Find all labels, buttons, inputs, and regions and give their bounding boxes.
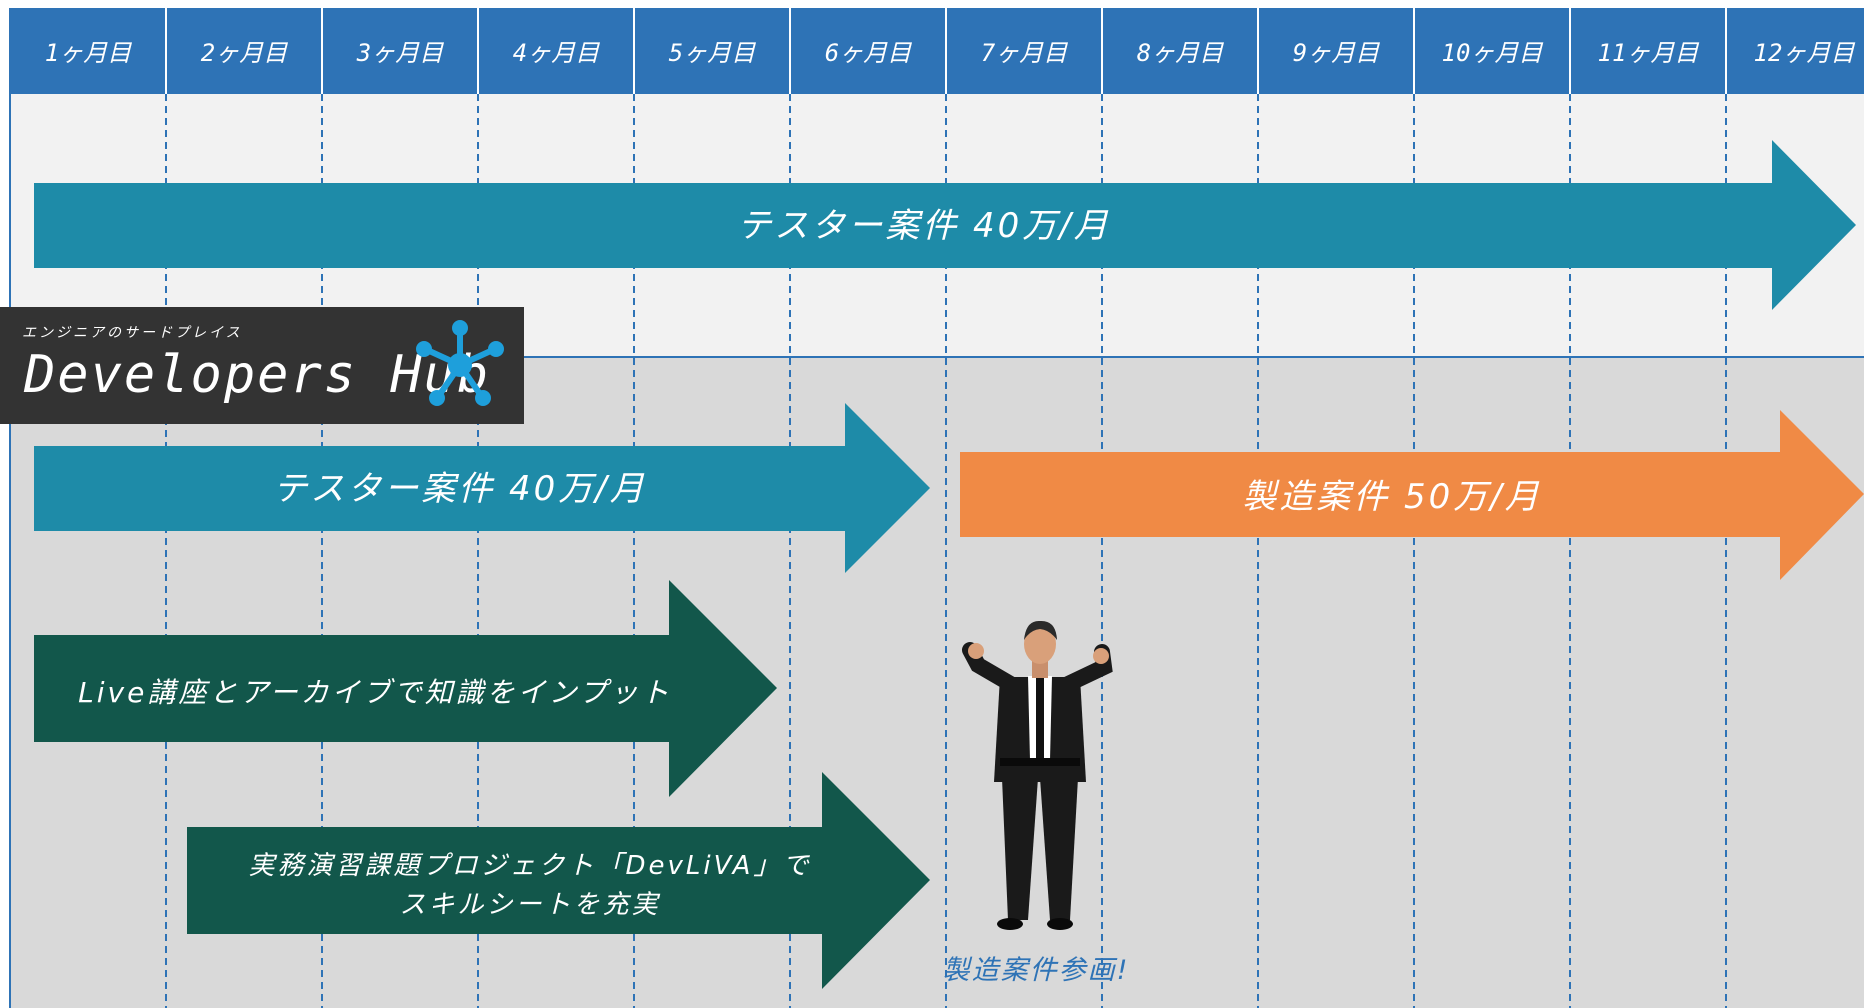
figure-hair xyxy=(1024,620,1057,640)
month-header-bar xyxy=(10,8,1864,94)
month-label-9: 9ヶ月目 xyxy=(1293,39,1380,67)
arrow-manufacturing-label: 製造案件 50万/月 xyxy=(1242,477,1542,517)
arrow-live-shape xyxy=(34,580,777,797)
logo-tagline: エンジニアのサードプレイス xyxy=(22,325,243,341)
arrow-tester: テスター案件 40万/月 xyxy=(34,403,930,573)
arrow-devliva: 実務演習課題プロジェクト「DevLiVA」で スキルシートを充実 xyxy=(187,772,930,989)
figure-right-leg xyxy=(1040,778,1078,920)
month-label-6: 6ヶ月目 xyxy=(825,39,912,67)
arrow-manufacturing-shape xyxy=(960,410,1864,580)
arrow-top-tester-label: テスター案件 40万/月 xyxy=(737,206,1111,246)
month-label-11: 11ヶ月目 xyxy=(1598,39,1700,67)
month-label-3: 3ヶ月目 xyxy=(356,39,444,67)
arrow-tester-shape xyxy=(34,403,930,573)
caption-manufacturing-join: 製造案件参画! xyxy=(943,955,1130,986)
arrow-live-label: Live講座とアーカイブで知識をインプット xyxy=(78,676,672,709)
figure-neck xyxy=(1032,660,1048,678)
hub-network-icon xyxy=(416,320,504,406)
arrow-devliva-label-line2: スキルシートを充実 xyxy=(399,890,660,920)
month-label-4: 4ヶ月目 xyxy=(513,39,600,67)
figure-right-shoe xyxy=(1047,918,1073,930)
month-label-10: 10ヶ月目 xyxy=(1442,39,1544,67)
arrow-tester-label: テスター案件 40万/月 xyxy=(273,469,647,509)
month-label-12: 12ヶ月目 xyxy=(1754,39,1856,67)
figure-left-shoe xyxy=(997,918,1023,930)
figure-belt xyxy=(1000,758,1080,766)
developers-hub-logo: エンジニアのサードプレイス Developers Hub xyxy=(0,307,524,424)
arrow-live: Live講座とアーカイブで知識をインプット xyxy=(34,580,777,797)
figure-head xyxy=(1024,624,1056,664)
month-label-5: 5ヶ月目 xyxy=(669,39,756,67)
figure-left-fist xyxy=(968,643,984,659)
figure-right-fist xyxy=(1093,648,1109,664)
arrow-manufacturing: 製造案件 50万/月 xyxy=(960,410,1864,580)
figure-tie xyxy=(1036,676,1044,758)
month-label-7: 7ヶ月目 xyxy=(981,39,1068,67)
month-label-2: 2ヶ月目 xyxy=(201,39,288,67)
arrow-devliva-shape xyxy=(187,772,930,989)
arrow-top-tester: テスター案件 40万/月 xyxy=(34,140,1856,310)
arrow-top-tester-shape xyxy=(34,140,1856,310)
celebrating-businessman-icon xyxy=(962,620,1113,930)
month-label-1: 1ヶ月目 xyxy=(45,39,132,67)
arrow-devliva-label-line1: 実務演習課題プロジェクト「DevLiVA」で xyxy=(249,851,812,881)
month-label-8: 8ヶ月目 xyxy=(1137,39,1224,67)
logo-wordmark: Developers Hub xyxy=(24,345,491,405)
figure-left-leg xyxy=(1002,778,1038,920)
